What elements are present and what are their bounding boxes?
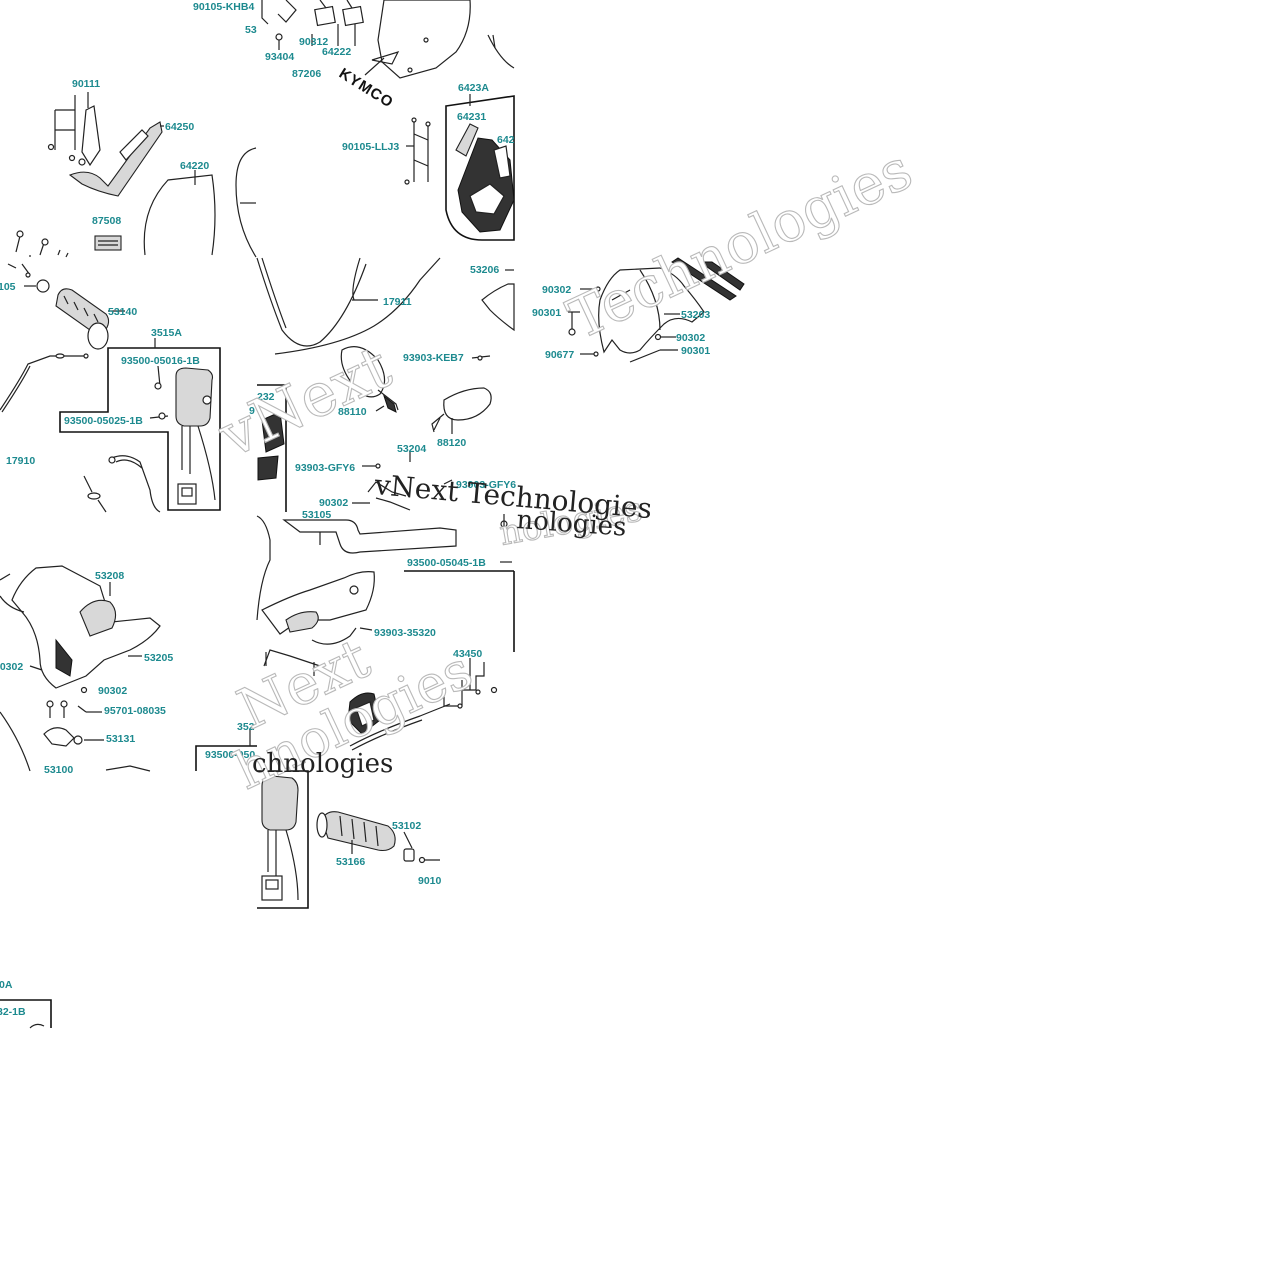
part-label: 90302 [542,284,571,296]
tile-rear-handle-cover: 53208 90302 53205 90302 95701-08035 5313… [0,565,257,776]
part-label: 53206 [470,264,499,276]
part-label: 90301 [532,307,561,319]
part-label: 90302 [98,685,127,697]
part-label: 53203 [681,309,710,321]
part-label: 105 [0,281,16,293]
part-label: 90105-KHB4 [193,1,254,13]
watermark-text: chnologies [252,749,393,779]
part-label: 53100 [44,764,73,776]
part-label: 53140 [108,306,137,318]
part-label: 0A [0,979,13,991]
part-label: 64250 [165,121,194,133]
tile-windshield-trim: KYMCO 90105-KHB4 53 93404 90312 64222 87… [193,0,515,241]
part-label: 9010 [418,875,442,887]
part-label: 53166 [336,856,365,868]
part-label: 90302 [319,497,348,509]
part-label: 90105-LLJ3 [342,141,399,153]
part-label: 93903-GFY6 [456,479,516,491]
part-label: 93500-050 [205,749,255,761]
part-label: 90312 [299,36,328,48]
tile-handlebar-brackets: 53105 93500-05045-1B 93903-35320 43450 [256,509,515,751]
part-label: 53205 [144,652,173,664]
part-label: 53105 [302,509,331,521]
part-label: 93500-05016-1B [121,355,200,367]
part-label: 88120 [437,437,466,449]
part-label: 17910 [6,455,35,467]
part-label: 32-1B [0,1006,26,1018]
tile-handlebar-cover: 90111 64250 64220 87508 [15,78,257,258]
part-label: 6423A [458,82,489,94]
part-label: 90677 [545,349,574,361]
tile-throttle-switch: 105 53140 3515A 93500-05016-1B 93500-050… [0,263,221,513]
tile-mirrors-cables: 17911 53206 93903-KEB7 232 9 88110 53204… [249,257,516,512]
part-label: 9 [249,405,255,417]
part-label: 53131 [106,733,135,745]
part-label: 53102 [392,820,421,832]
tile-front-cover: 90302 90301 53203 90302 90677 90301 [532,257,745,363]
part-label: 88110 [338,406,367,418]
part-label: 93404 [265,51,294,63]
tile-fragment: 0A 32-1B [0,979,52,1029]
tile-switch-grip: 53102 53166 9010 [257,770,442,909]
part-label: 53204 [397,443,426,455]
kymco-logo: KYMCO [336,65,397,112]
part-label: 64231 [457,111,486,123]
part-label: 17911 [383,296,412,308]
part-label: 53 [245,24,257,36]
part-label: 87508 [92,215,121,227]
part-label: 95701-08035 [104,705,166,717]
part-label: 642 [497,134,515,146]
part-label: 90302 [0,661,23,673]
part-label: 93500-05025-1B [64,415,143,427]
part-label: 87206 [292,68,321,80]
watermark-text: Technologies [558,137,921,353]
part-label: 90111 [72,78,100,90]
part-label: 43450 [453,648,482,660]
part-label: 53208 [95,570,124,582]
part-label: 90301 [681,345,710,357]
part-label: 93500-05045-1B [407,557,486,569]
part-label: 93903-KEB7 [403,352,464,364]
part-label: 64220 [180,160,209,172]
part-label: 93903-GFY6 [295,462,355,474]
part-label: 232 [257,391,275,403]
watermark-text: vNext [208,332,401,472]
part-label: 3515A [151,327,182,339]
part-label: 64222 [322,46,351,58]
part-label: 90302 [676,332,705,344]
part-label: 352 [237,721,255,733]
part-label: 93903-35320 [374,627,436,639]
